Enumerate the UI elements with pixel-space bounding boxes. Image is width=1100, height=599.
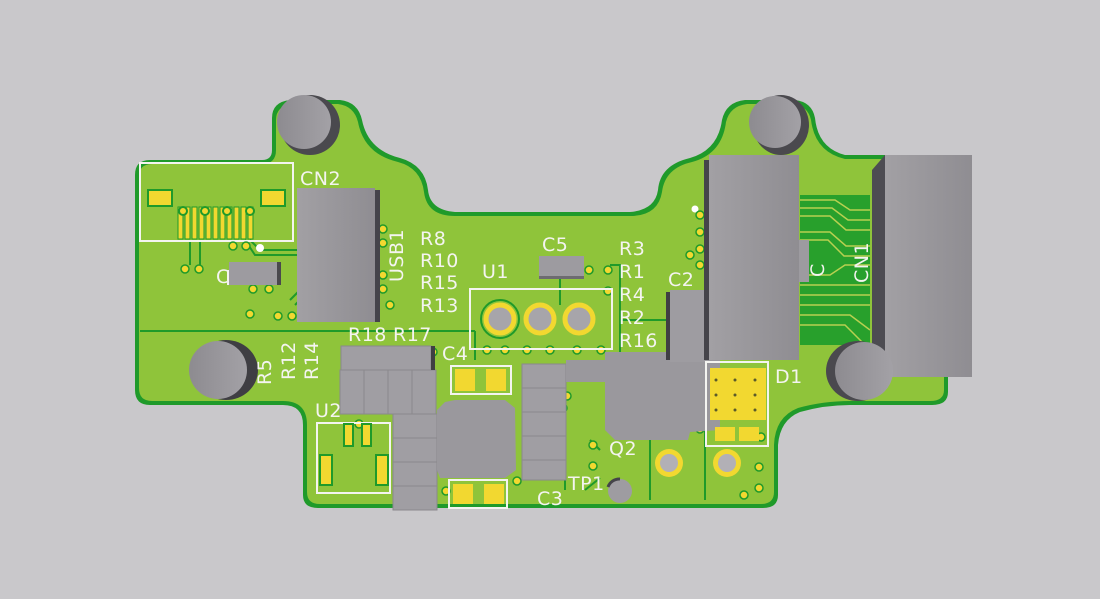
label-r2: R2 xyxy=(619,307,646,329)
label-r13: R13 xyxy=(420,295,459,317)
label-cn2: CN2 xyxy=(300,168,342,190)
mounting-posts xyxy=(189,95,893,401)
label-d1: D1 xyxy=(775,366,803,388)
u1-footprint xyxy=(469,288,613,350)
label-r17: R17 xyxy=(393,324,432,346)
cn2-footprint xyxy=(139,162,294,242)
label-r1: R1 xyxy=(619,261,646,283)
label-q2: Q2 xyxy=(609,438,638,460)
label-r12: R12 xyxy=(278,341,300,380)
label-c3: C3 xyxy=(537,488,564,510)
label-r16: R16 xyxy=(619,330,658,352)
label-c-mid: C xyxy=(807,263,829,277)
label-r4: R4 xyxy=(619,284,646,306)
label-tp1: TP1 xyxy=(568,473,605,495)
label-cn1: CN1 xyxy=(851,241,873,283)
u2-footprint xyxy=(316,422,391,494)
label-r8: R8 xyxy=(420,228,447,250)
label-usb1: USB1 xyxy=(386,228,408,282)
label-u1: U1 xyxy=(482,261,509,283)
label-r5: R5 xyxy=(254,358,276,385)
label-r14: R14 xyxy=(301,341,323,380)
label-r15: R15 xyxy=(420,272,459,294)
label-r3: R3 xyxy=(619,238,646,260)
label-c4: C4 xyxy=(442,343,469,365)
label-c-left: C xyxy=(216,266,230,288)
label-c2: C2 xyxy=(668,269,695,291)
label-u2: U2 xyxy=(315,400,342,422)
label-r18: R18 xyxy=(348,324,387,346)
label-c5: C5 xyxy=(542,234,569,256)
label-r10: R10 xyxy=(420,250,459,272)
